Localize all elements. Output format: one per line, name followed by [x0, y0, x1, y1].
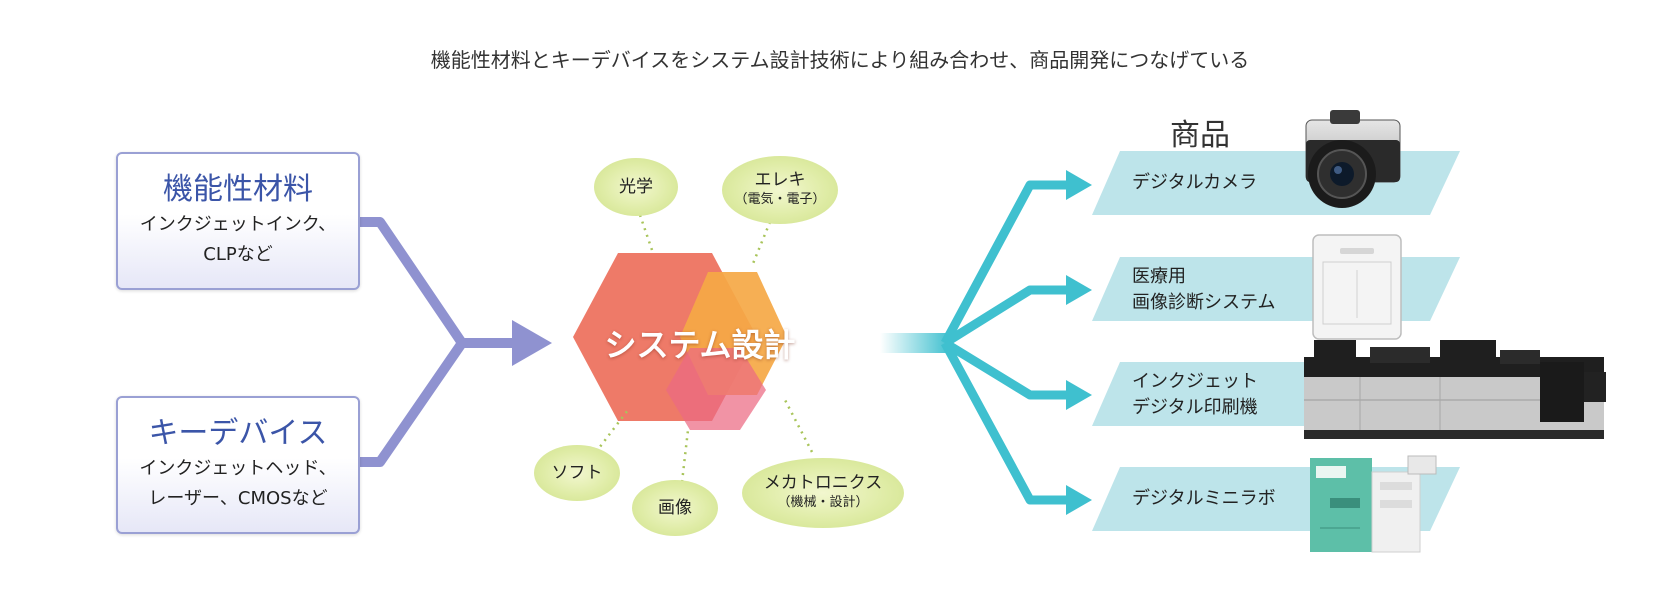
- technology-name: 画像: [658, 498, 692, 518]
- diagram-caption: 機能性材料とキーデバイスをシステム設計技術により組み合わせ、商品開発につなげてい…: [430, 48, 1250, 72]
- center-label: システム設計: [604, 326, 796, 364]
- product-label-line: インクジェット: [1132, 371, 1258, 392]
- input-arrowhead: [512, 320, 552, 366]
- technology-bubble-optics: 光学: [594, 158, 678, 216]
- technology-name: メカトロニクス: [763, 473, 883, 493]
- input-arrow: [356, 217, 520, 467]
- product-label-line: デジタル印刷機: [1132, 397, 1258, 418]
- technology-sub: （機械・設計）: [777, 495, 869, 510]
- product-label-medical-imaging: 医療用 画像診断システム: [1132, 264, 1275, 316]
- input-desc-line: レーザー、CMOSなど: [148, 488, 328, 509]
- camera-icon: [1305, 110, 1401, 208]
- product-label-line: 医療用: [1132, 266, 1186, 287]
- minilab-icon: [1310, 455, 1437, 553]
- technology-name: エレキ: [754, 170, 806, 190]
- output-arrow-stub: [880, 333, 950, 353]
- technology-connector: [595, 214, 814, 483]
- input-desc-line: CLPなど: [203, 244, 273, 265]
- input-box-key-devices: キーデバイス インクジェットヘッド、 レーザー、CMOSなど: [116, 396, 360, 534]
- technology-bubble-imaging: 画像: [632, 480, 718, 536]
- product-label-line: デジタルカメラ: [1132, 172, 1258, 193]
- output-arrowhead: [1066, 170, 1092, 515]
- input-box-functional-materials: 機能性材料 インクジェットインク、 CLPなど: [116, 152, 360, 290]
- technology-bubble-mechatronics: メカトロニクス （機械・設計）: [742, 458, 904, 528]
- input-title: 機能性材料: [163, 172, 313, 207]
- product-label-digital-minilab: デジタルミニラボ: [1132, 486, 1276, 512]
- input-desc-line: インクジェットヘッド、: [139, 458, 337, 479]
- product-label-line: 画像診断システム: [1132, 292, 1276, 313]
- technology-sub: （電気・電子）: [734, 192, 826, 207]
- technology-name: 光学: [619, 177, 653, 197]
- input-title: キーデバイス: [148, 416, 328, 451]
- product-label-digital-camera: デジタルカメラ: [1132, 170, 1257, 196]
- products-title: 商品: [1170, 118, 1230, 153]
- hexagon-pink: [666, 348, 766, 430]
- technology-bubble-software: ソフト: [534, 445, 620, 501]
- technology-bubble-electronics: エレキ （電気・電子）: [722, 156, 838, 224]
- technology-name: ソフト: [551, 463, 603, 483]
- xray-detector-icon: [1312, 234, 1402, 340]
- product-label-inkjet-press: インクジェット デジタル印刷機: [1132, 369, 1258, 421]
- input-desc-line: インクジェットインク、: [139, 214, 337, 235]
- inkjet-press-icon: [1304, 340, 1606, 439]
- product-label-line: デジタルミニラボ: [1132, 488, 1276, 509]
- output-arrow: [941, 180, 1070, 505]
